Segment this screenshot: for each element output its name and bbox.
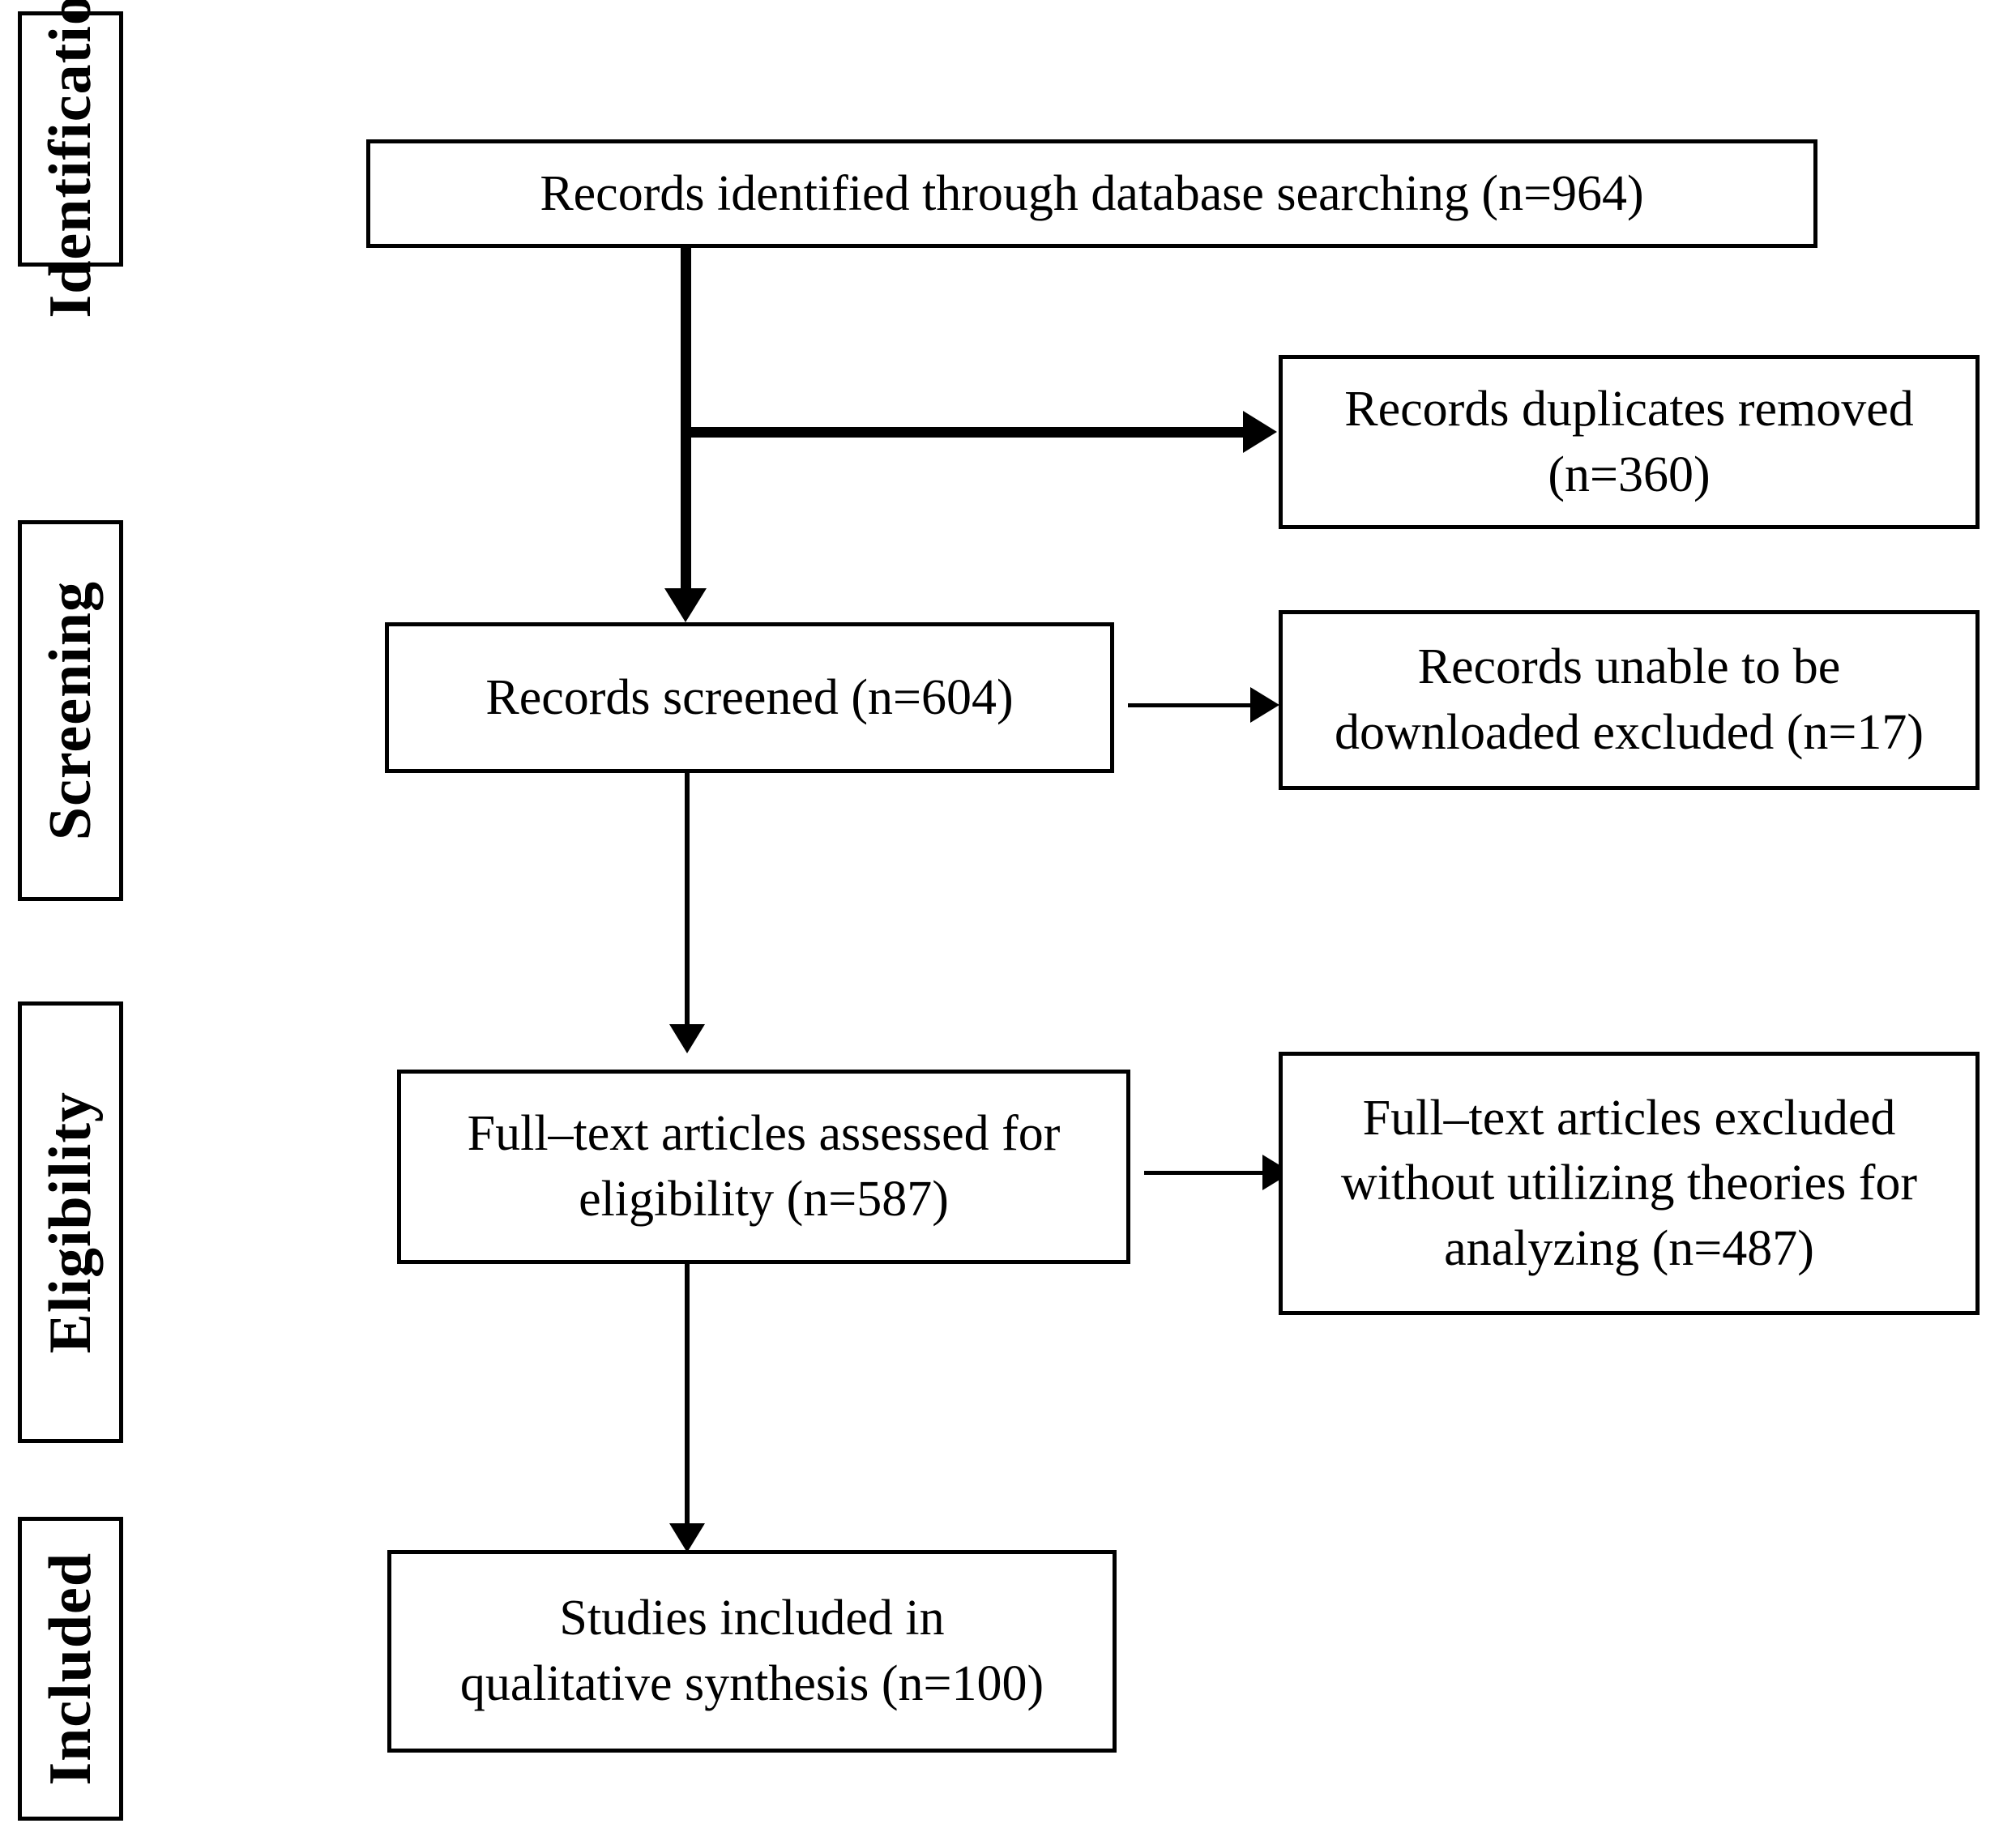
node-records-screened-text: Records screened (n=604) [485, 669, 1014, 725]
node-duplicates-removed: Records duplicates removed (n=360) [1279, 355, 1980, 529]
edge-identified-to-screened-line [681, 248, 691, 596]
node-fulltext-excluded-text: Full–text articles excluded without util… [1340, 1090, 1918, 1276]
edge-identified-to-screened-arrowhead [664, 588, 707, 622]
stage-label-included: Included [37, 1552, 104, 1786]
stage-box-identification: Identification [18, 0, 123, 318]
node-records-identified-text: Records identified through database sear… [540, 165, 1644, 221]
node-studies-included: Studies included in qualitative synthesi… [387, 1550, 1117, 1753]
stage-box-included: Included [18, 1517, 123, 1821]
edge-screened-to-not-downloaded-line [1128, 703, 1271, 707]
stage-label-identification: Identification [37, 0, 104, 318]
stage-label-screening: Screening [37, 580, 104, 841]
node-records-screened: Records screened (n=604) [385, 622, 1114, 773]
node-fulltext-excluded: Full–text articles excluded without util… [1279, 1052, 1980, 1315]
edge-screened-to-fulltext-arrowhead [669, 1024, 705, 1053]
node-records-identified: Records identified through database sear… [366, 139, 1817, 248]
edge-fulltext-to-included-arrowhead [669, 1523, 705, 1552]
stage-box-screening: Screening [18, 520, 123, 901]
node-fulltext-assessed: Full–text articles assessed for eligibil… [397, 1070, 1130, 1264]
edge-screened-to-fulltext-line [685, 773, 690, 1032]
stage-box-eligibility: Eligibility [18, 1001, 123, 1443]
node-not-downloaded-excluded-text: Records unable to be downloaded excluded… [1334, 639, 1924, 760]
edge-fulltext-to-excluded-line [1144, 1171, 1283, 1175]
stage-label-eligibility: Eligibility [37, 1091, 104, 1354]
node-studies-included-text: Studies included in qualitative synthesi… [459, 1591, 1044, 1711]
node-fulltext-assessed-text: Full–text articles assessed for eligibil… [467, 1106, 1061, 1227]
edge-screened-to-not-downloaded-arrowhead [1250, 687, 1279, 723]
edge-identified-to-duplicates-line [686, 427, 1245, 438]
edge-identified-to-duplicates-arrowhead [1243, 411, 1277, 453]
node-not-downloaded-excluded: Records unable to be downloaded excluded… [1279, 610, 1980, 790]
edge-fulltext-to-included-line [685, 1264, 690, 1531]
node-duplicates-removed-text: Records duplicates removed (n=360) [1344, 381, 1914, 502]
